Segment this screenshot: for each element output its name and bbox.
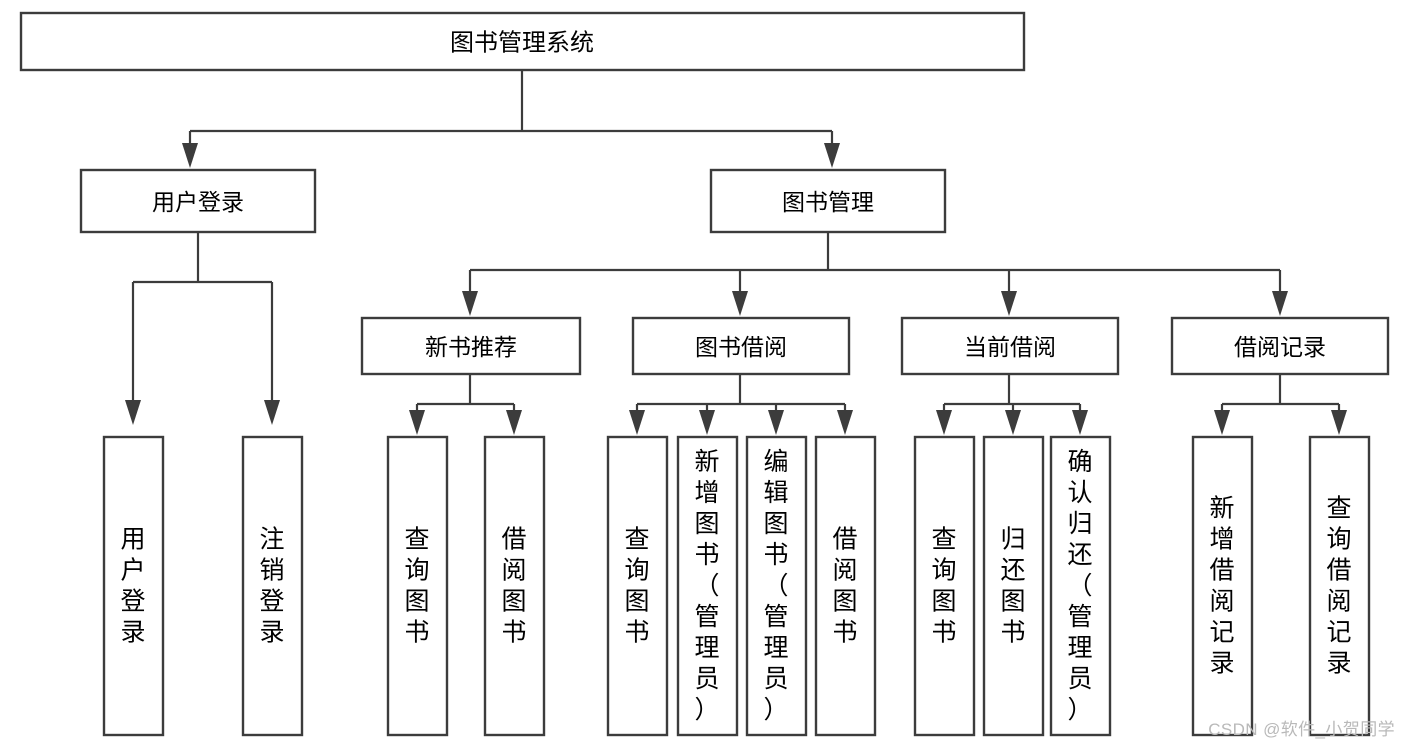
node-current-borrow[interactable]: 当前借阅 — [900, 316, 1120, 376]
leaf-add-book-label: 新增图书（管理员） — [694, 448, 719, 724]
leaf-edit-book-label: 编辑图书（管理员） — [763, 448, 788, 724]
leaf-query-book-1-label: 查询图书 — [404, 526, 429, 647]
node-new-book-recommend-label: 新书推荐 — [425, 334, 517, 360]
node-book-borrow-label: 图书借阅 — [695, 334, 787, 360]
leaf-edit-book[interactable]: 编辑图书（管理员） — [745, 435, 808, 737]
leaf-borrow-book-2-box[interactable] — [814, 435, 877, 737]
leaf-user-login-label: 用户登录 — [120, 526, 145, 647]
arrow-to-new-book-recommend — [462, 291, 478, 316]
leaf-query-book-2-box[interactable] — [606, 435, 669, 737]
leaf-confirm-return-label: 确认归还（管理员） — [1067, 448, 1092, 724]
node-new-book-recommend-box[interactable] — [360, 316, 582, 376]
arrow-to-leaf-user-login — [125, 400, 141, 425]
leaf-query-book-2[interactable]: 查询图书 — [606, 435, 669, 737]
node-book-manage[interactable]: 图书管理 — [709, 168, 947, 234]
leaf-query-book-3-label: 查询图书 — [931, 526, 956, 647]
leaf-logout-login-label: 注销登录 — [259, 526, 284, 647]
arrow-to-leaf-edit-book — [768, 410, 784, 435]
arrow-to-leaf-query-book-2 — [629, 410, 645, 435]
connector-group — [125, 70, 1347, 435]
arrow-to-leaf-confirm-return — [1072, 410, 1088, 435]
arrow-to-leaf-query-borrow-record — [1331, 410, 1347, 435]
arrow-to-leaf-add-borrow-record — [1214, 410, 1230, 435]
node-borrow-record-box[interactable] — [1170, 316, 1390, 376]
leaf-edit-book-box[interactable] — [745, 435, 808, 737]
arrow-to-borrow-record — [1272, 291, 1288, 316]
node-book-borrow[interactable]: 图书借阅 — [631, 316, 851, 376]
leaf-user-login-box[interactable] — [102, 435, 165, 737]
arrow-to-leaf-add-book — [699, 410, 715, 435]
arrow-to-leaf-query-book-3 — [936, 410, 952, 435]
node-user-login-label: 用户登录 — [152, 189, 244, 215]
node-borrow-record-label: 借阅记录 — [1234, 334, 1326, 360]
leaf-query-borrow-record[interactable]: 查询借阅记录 — [1308, 435, 1371, 737]
arrow-to-leaf-borrow-book-1 — [506, 410, 522, 435]
leaf-borrow-book-1-label: 借阅图书 — [501, 526, 526, 647]
connector-currentborrow-to-bus — [942, 374, 1082, 412]
node-new-book-recommend[interactable]: 新书推荐 — [360, 316, 582, 376]
node-root-label: 图书管理系统 — [450, 30, 594, 57]
leaf-confirm-return[interactable]: 确认归还（管理员） — [1049, 435, 1112, 737]
node-root[interactable]: 图书管理系统 — [19, 11, 1026, 72]
connector-bookborrow-to-bus — [635, 374, 847, 412]
arrow-to-leaf-logout-login — [264, 400, 280, 425]
arrow-to-leaf-return-book — [1005, 410, 1021, 435]
leaf-confirm-return-box[interactable] — [1049, 435, 1112, 737]
connector-newbook-to-bus — [415, 374, 516, 412]
csdn-watermark: CSDN @软件_小贺同学 — [1208, 720, 1395, 739]
leaf-query-borrow-record-label: 查询借阅记录 — [1326, 495, 1351, 678]
leaf-borrow-book-1-box[interactable] — [483, 435, 546, 737]
leaf-return-book-box[interactable] — [982, 435, 1045, 737]
leaf-user-login[interactable]: 用户登录 — [102, 435, 165, 737]
connector-borrowrecord-to-bus — [1220, 374, 1341, 412]
leaf-add-borrow-record-label: 新增借阅记录 — [1209, 495, 1234, 678]
leaf-query-book-3-box[interactable] — [913, 435, 976, 737]
leaf-return-book[interactable]: 归还图书 — [982, 435, 1045, 737]
leaf-add-borrow-record-box[interactable] — [1191, 435, 1254, 737]
leaf-logout-login-box[interactable] — [241, 435, 304, 737]
leaf-query-borrow-record-box[interactable] — [1308, 435, 1371, 737]
node-current-borrow-box[interactable] — [900, 316, 1120, 376]
leaf-query-book-1-box[interactable] — [386, 435, 449, 737]
leaf-query-book-1[interactable]: 查询图书 — [386, 435, 449, 737]
leaf-query-book-2-label: 查询图书 — [624, 526, 649, 647]
leaf-return-book-label: 归还图书 — [1000, 526, 1025, 647]
leaf-add-borrow-record[interactable]: 新增借阅记录 — [1191, 435, 1254, 737]
connector-bookmanage-to-bus — [468, 232, 1282, 292]
node-book-manage-box[interactable] — [709, 168, 947, 234]
leaf-logout-login[interactable]: 注销登录 — [241, 435, 304, 737]
node-user-login[interactable]: 用户登录 — [79, 168, 317, 234]
arrow-to-user-login — [182, 143, 198, 168]
leaf-query-book-3[interactable]: 查询图书 — [913, 435, 976, 737]
arrow-to-book-manage — [824, 143, 840, 168]
node-current-borrow-label: 当前借阅 — [964, 334, 1056, 360]
node-book-manage-label: 图书管理 — [782, 189, 874, 215]
arrow-to-leaf-query-book-1 — [409, 410, 425, 435]
leaf-add-book-box[interactable] — [676, 435, 739, 737]
node-root-box[interactable] — [19, 11, 1026, 72]
arrow-to-leaf-borrow-book-2 — [837, 410, 853, 435]
connector-root-to-bus — [188, 70, 834, 145]
leaf-borrow-book-2[interactable]: 借阅图书 — [814, 435, 877, 737]
connector-userlogin-to-bus — [131, 232, 274, 400]
leaf-borrow-book-1[interactable]: 借阅图书 — [483, 435, 546, 737]
leaf-borrow-book-2-label: 借阅图书 — [832, 526, 857, 647]
node-book-borrow-box[interactable] — [631, 316, 851, 376]
arrow-to-current-borrow — [1001, 291, 1017, 316]
node-borrow-record[interactable]: 借阅记录 — [1170, 316, 1390, 376]
node-user-login-box[interactable] — [79, 168, 317, 234]
arrow-to-book-borrow — [732, 291, 748, 316]
leaf-add-book[interactable]: 新增图书（管理员） — [676, 435, 739, 737]
